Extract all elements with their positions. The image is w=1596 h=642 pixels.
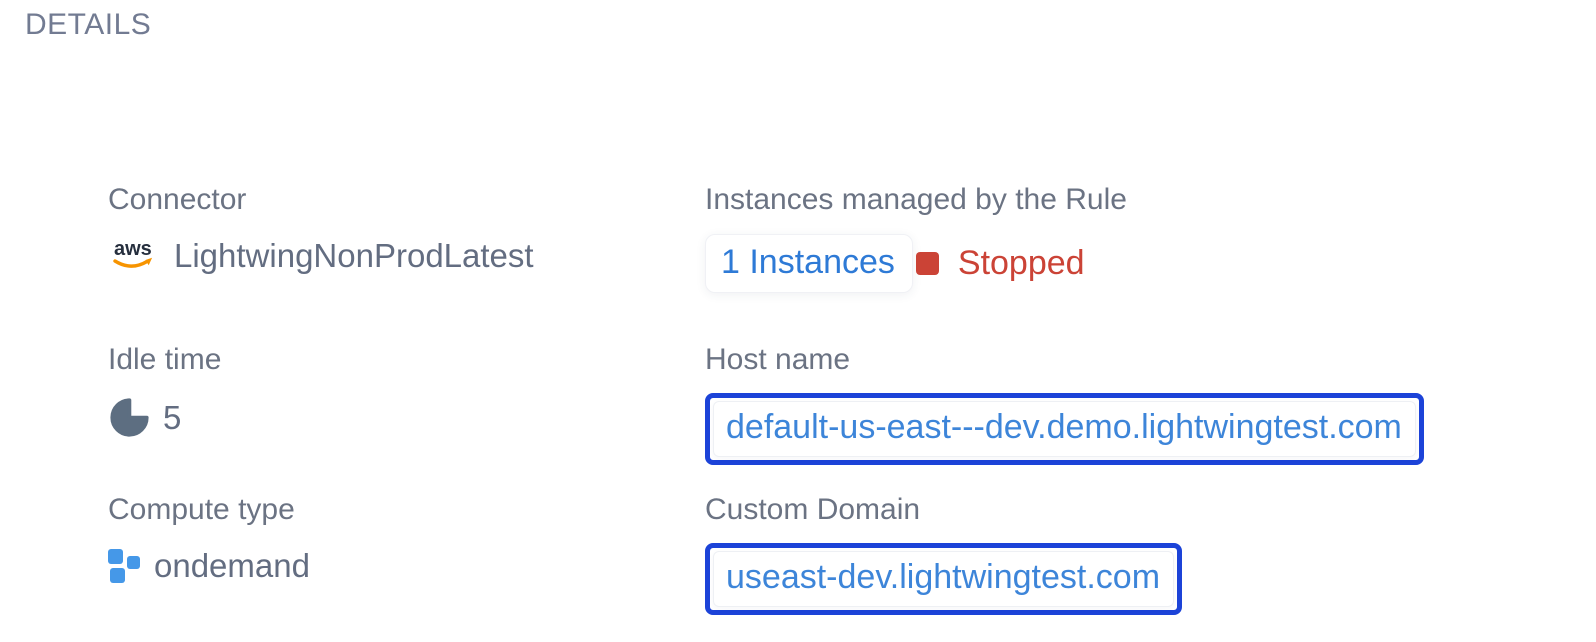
section-title: DETAILS — [25, 8, 152, 41]
custom-domain-link[interactable]: useast-dev.lightwingtest.com — [726, 558, 1161, 596]
host-name-box: default-us-east---dev.demo.lightwingtest… — [705, 393, 1424, 465]
field-instances-managed: Instances managed by the Rule 1 Instance… — [705, 183, 1127, 293]
instances-count-link[interactable]: 1 Instances — [705, 234, 913, 293]
compute-blocks-icon — [108, 546, 142, 586]
svg-text:aws: aws — [114, 238, 152, 260]
custom-domain-box: useast-dev.lightwingtest.com — [705, 543, 1183, 615]
aws-icon: aws — [108, 236, 162, 276]
pie-chart-icon — [108, 396, 151, 439]
compute-type-label: Compute type — [108, 493, 295, 526]
field-idle-time: Idle time 5 — [108, 343, 221, 439]
instances-label: Instances managed by the Rule — [705, 183, 1127, 216]
host-name-link[interactable]: default-us-east---dev.demo.lightwingtest… — [726, 408, 1402, 446]
field-connector: Connector aws LightwingNonProdLatest — [108, 183, 534, 276]
compute-type-value: ondemand — [154, 547, 310, 584]
idle-time-label: Idle time — [108, 343, 222, 376]
connector-label: Connector — [108, 183, 247, 216]
idle-time-value: 5 — [163, 398, 182, 436]
field-custom-domain: Custom Domain useast-dev.lightwingtest.c… — [705, 493, 1183, 615]
custom-domain-label: Custom Domain — [705, 493, 921, 526]
status-text: Stopped — [957, 244, 1085, 282]
field-host-name: Host name default-us-east---dev.demo.lig… — [705, 343, 1424, 465]
host-name-label: Host name — [705, 343, 851, 376]
field-compute-type: Compute type ondemand — [108, 493, 310, 586]
connector-value: LightwingNonProdLatest — [174, 237, 534, 274]
stopped-status-icon — [915, 252, 939, 275]
